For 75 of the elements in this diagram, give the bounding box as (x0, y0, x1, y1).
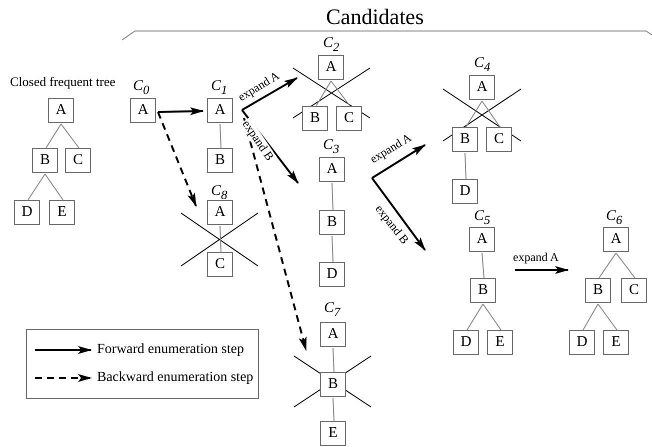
tree-line (482, 304, 502, 330)
tree-node-box: C (486, 127, 512, 152)
candidate-label: C$_{4}$ (474, 55, 490, 75)
tree-node-box: B (302, 106, 328, 131)
tree-line (330, 80, 350, 106)
tree-node-box: B (207, 148, 233, 173)
tree-node-box: A (207, 200, 233, 225)
tree-line (482, 100, 500, 128)
tree-line (316, 80, 332, 106)
tree-line (332, 398, 334, 422)
tree-node-box: B (452, 127, 478, 152)
arrow (371, 177, 426, 251)
tree-node-box: B (470, 278, 496, 303)
tree-line (464, 152, 466, 180)
tree-node-box: D (14, 200, 40, 225)
legend-label: Forward enumeration step (97, 342, 244, 358)
candidate-label: C$_{1}$ (211, 78, 228, 98)
tree-node-box: A (48, 98, 74, 123)
tree-line (220, 226, 222, 252)
tree-line (482, 252, 484, 278)
tree-line (466, 304, 484, 330)
dashed-arrow (243, 118, 307, 351)
tree-node-box: A (469, 75, 495, 100)
tree-line (332, 348, 334, 372)
tree-node-box: A (469, 227, 495, 252)
tree-node-box: D (569, 330, 595, 355)
tree-line (46, 124, 62, 148)
tree-node-box: C (336, 106, 362, 131)
tree-node-box: B (319, 210, 345, 235)
tree-line (60, 124, 80, 148)
tree-node-box: B (32, 148, 58, 173)
tree-line (332, 182, 334, 210)
tree-line (466, 100, 482, 128)
tree-line (220, 124, 222, 148)
dashed-arrow (157, 112, 197, 207)
tree-line (598, 252, 616, 278)
tree-node-box: B (320, 372, 346, 397)
arrow (515, 266, 569, 274)
tree-node-box: A (207, 98, 233, 123)
tree-node-box: B (585, 278, 611, 303)
tree-node-box: C (621, 278, 647, 303)
candidate-label: C$_{5}$ (474, 208, 490, 228)
tree-heading: Closed frequent tree (10, 74, 116, 90)
tree-node-box: C (207, 252, 233, 277)
tree-node-box: D (452, 179, 478, 204)
candidate-label: C$_{8}$ (211, 183, 228, 203)
tree-node-box: E (320, 421, 346, 446)
tree-line (44, 174, 64, 200)
tree-node-box: D (319, 262, 345, 287)
tree-node-box: A (130, 98, 156, 123)
legend-label: Backward enumeration step (97, 370, 254, 386)
tree-node-box: D (453, 330, 479, 355)
tree-line (582, 304, 598, 330)
tree-node-box: A (603, 227, 629, 252)
candidate-label: C$_{7}$ (324, 300, 340, 320)
candidate-label: C$_{2}$ (323, 35, 340, 55)
candidate-label: C$_{0}$ (133, 78, 150, 98)
tree-node-box: C (65, 148, 91, 173)
candidate-label: C$_{6}$ (606, 208, 622, 228)
tree-node-box: E (603, 330, 629, 355)
arrow (158, 107, 204, 116)
title: Candidates (326, 5, 424, 29)
tree-line (616, 252, 636, 278)
arrow (371, 144, 426, 179)
tree-line (28, 174, 46, 200)
tree-line (598, 304, 618, 330)
tree-node-box: A (318, 55, 344, 80)
candidate-label: C$_{3}$ (323, 137, 340, 157)
tree-node-box: E (49, 200, 75, 225)
tree-line (332, 236, 334, 262)
arrow (242, 77, 298, 111)
tree-node-box: E (487, 330, 513, 355)
tree-node-box: A (319, 157, 345, 182)
tree-node-box: A (320, 322, 346, 347)
edge-label: expand A (512, 250, 560, 264)
